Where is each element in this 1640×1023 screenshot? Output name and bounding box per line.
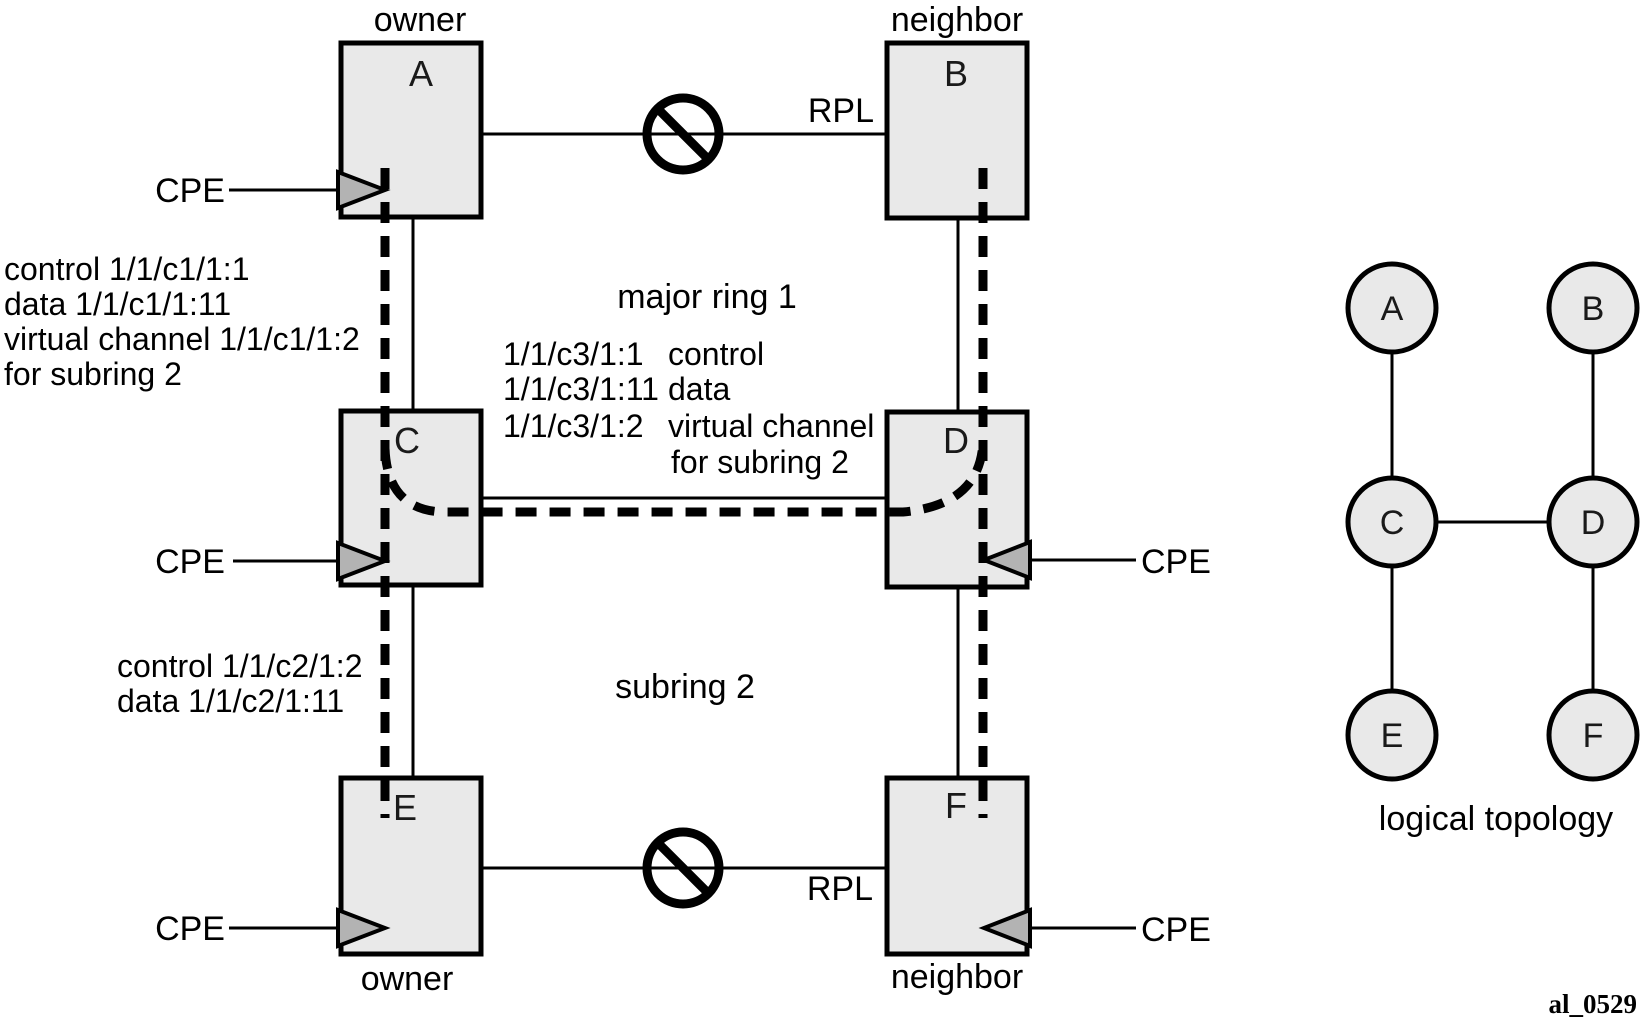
node-a-port-annotation-line1: control 1/1/c1/1:1 bbox=[4, 251, 249, 287]
link-cd-port-row1-desc: control bbox=[668, 336, 764, 372]
no-entry-slash bbox=[654, 839, 712, 897]
link-cd-port-row3-port: 1/1/c3/1:2 bbox=[503, 408, 644, 444]
logical-node-a-label: A bbox=[1381, 290, 1404, 328]
logical-node-d-circle bbox=[1546, 475, 1640, 569]
node-a-label: A bbox=[409, 53, 433, 94]
node-a-port-annotation-line4: for subring 2 bbox=[4, 356, 182, 392]
no-entry-circle bbox=[642, 827, 724, 909]
logical-node-e-circle bbox=[1345, 688, 1439, 782]
node-b-box bbox=[884, 40, 1030, 221]
logical-node-c-circle bbox=[1345, 475, 1439, 569]
no-entry-circle bbox=[642, 93, 724, 175]
node-b-role-label: neighbor bbox=[891, 1, 1023, 39]
node-f-label: F bbox=[945, 785, 967, 826]
link-cd-port-row3-desc: virtual channel bbox=[668, 408, 874, 444]
cpe-arrow-icon-a bbox=[336, 169, 391, 211]
no-entry-icon-top bbox=[642, 93, 724, 175]
rpl-label-top: RPL bbox=[808, 92, 874, 130]
figure-id: al_0529 bbox=[1548, 989, 1637, 1019]
link-cd-port-annotation: 1/1/c3/1:1 control 1/1/c3/1:11 data 1/1/… bbox=[503, 336, 874, 480]
node-e-role-label: owner bbox=[361, 960, 454, 998]
cpe-label-e: CPE bbox=[155, 910, 225, 948]
cpe-label-a: CPE bbox=[155, 172, 225, 210]
link-cd-port-row2-port: 1/1/c3/1:11 bbox=[503, 371, 659, 407]
cpe-arrow-icon-e bbox=[336, 907, 391, 949]
logical-node-f-label: F bbox=[1583, 717, 1604, 755]
logical-topology-caption: logical topology bbox=[1379, 800, 1613, 838]
logical-node-c-label: C bbox=[1380, 504, 1405, 542]
cpe-label-f: CPE bbox=[1141, 911, 1211, 949]
subring-label: subring 2 bbox=[615, 668, 755, 706]
node-e-port-annotation-line1: control 1/1/c2/1:2 bbox=[117, 648, 362, 684]
logical-topology: A B C D E F logical topology bbox=[1345, 261, 1640, 838]
physical-ring-diagram: owner neighbor owner neighbor A B C D E … bbox=[4, 1, 1211, 998]
logical-node-d-label: D bbox=[1581, 504, 1606, 542]
node-e-port-annotation-line2: data 1/1/c2/1:11 bbox=[117, 683, 344, 719]
node-e-port-annotation: control 1/1/c2/1:2 data 1/1/c2/1:11 bbox=[117, 648, 362, 719]
major-ring-label: major ring 1 bbox=[617, 278, 797, 316]
logical-node-a-circle bbox=[1345, 261, 1439, 355]
logical-node-f-circle bbox=[1546, 688, 1640, 782]
cpe-label-c: CPE bbox=[155, 543, 225, 581]
node-a-port-annotation-line3: virtual channel 1/1/c1/1:2 bbox=[4, 321, 360, 357]
virtual-channel-path bbox=[380, 440, 988, 517]
link-cd-port-row4-desc: for subring 2 bbox=[671, 444, 849, 480]
node-a-role-label: owner bbox=[374, 1, 467, 39]
cpe-arrow-icon-c bbox=[336, 540, 391, 582]
no-entry-slash bbox=[654, 105, 712, 163]
node-f-role-label: neighbor bbox=[891, 958, 1023, 996]
node-d-label: D bbox=[943, 420, 969, 461]
cpe-arrow-icon-f bbox=[978, 907, 1032, 949]
node-e-label: E bbox=[393, 787, 417, 828]
no-entry-icon-bottom bbox=[642, 827, 724, 909]
logical-node-e-label: E bbox=[1381, 717, 1404, 755]
link-cd-port-row1-port: 1/1/c3/1:1 bbox=[503, 336, 644, 372]
node-b-label: B bbox=[944, 53, 968, 94]
cpe-label-d: CPE bbox=[1141, 543, 1211, 581]
link-cd-port-row2-desc: data bbox=[668, 371, 730, 407]
rpl-label-bottom: RPL bbox=[807, 870, 873, 908]
logical-node-b-label: B bbox=[1582, 290, 1605, 328]
node-c-label: C bbox=[394, 420, 420, 461]
cpe-arrow-icon-d bbox=[978, 539, 1032, 581]
logical-node-b-circle bbox=[1546, 261, 1640, 355]
node-a-port-annotation: control 1/1/c1/1:1 data 1/1/c1/1:11 virt… bbox=[4, 251, 360, 392]
node-a-port-annotation-line2: data 1/1/c1/1:11 bbox=[4, 286, 231, 322]
